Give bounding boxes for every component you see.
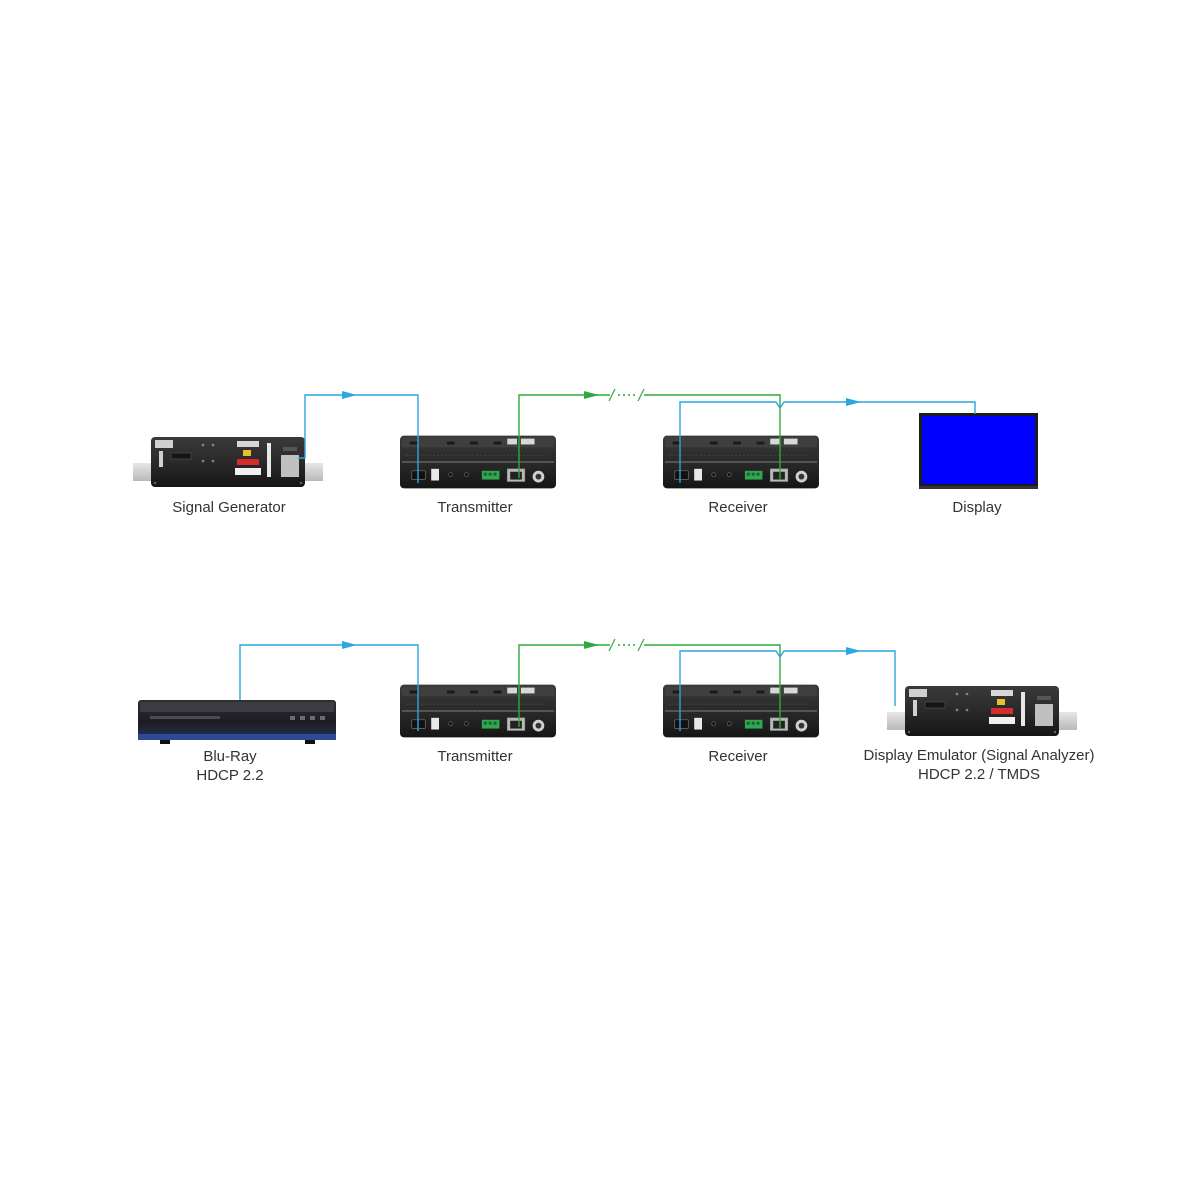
hdmi-cable-rx-to-sink-1 xyxy=(679,401,976,483)
arrow-icon xyxy=(584,641,599,649)
bluray-label-line1: Blu-Ray xyxy=(203,748,257,765)
display-emulator-label-line2: HDCP 2.2 / TMDS xyxy=(918,766,1040,783)
receiver-label-1-text: Receiver xyxy=(708,499,768,516)
cable-break-mark xyxy=(608,638,616,652)
bluray-label-line2: HDCP 2.2 xyxy=(196,767,264,784)
hdbaset-cable-2-left xyxy=(518,644,610,727)
hdmi-cable-rx-to-sink-2 xyxy=(679,650,896,731)
row1-diagram xyxy=(132,388,1038,489)
transmitter-device-2 xyxy=(399,684,557,738)
hdbaset-cable-1-left xyxy=(518,394,610,478)
receiver-label-1: Receiver xyxy=(708,498,767,517)
signal-generator-label: Signal Generator xyxy=(172,498,285,517)
arrow-icon xyxy=(846,647,861,655)
transmitter-label-1: Transmitter xyxy=(437,498,512,517)
signal-generator-label-text: Signal Generator xyxy=(172,499,286,516)
arrow-icon xyxy=(846,398,861,406)
signal-generator-device xyxy=(132,436,324,488)
display-label: Display xyxy=(952,498,1001,517)
transmitter-label-2: Transmitter xyxy=(437,747,512,766)
hdbaset-cable-2-right xyxy=(644,644,781,729)
receiver-label-2-text: Receiver xyxy=(708,748,768,765)
display-device xyxy=(919,413,1038,489)
display-emulator-label-line1: Display Emulator (Signal Analyzer) xyxy=(863,747,1095,764)
bluray-label: Blu-Ray HDCP 2.2 xyxy=(196,747,263,785)
display-emulator-device xyxy=(886,685,1078,737)
cable-break-mark xyxy=(637,388,645,402)
transmitter-label-1-text: Transmitter xyxy=(437,499,513,516)
arrow-icon xyxy=(342,391,357,399)
cable-break-mark xyxy=(637,638,645,652)
receiver-device-1 xyxy=(662,435,820,489)
transmitter-device-1 xyxy=(399,435,557,489)
arrow-icon xyxy=(342,641,357,649)
transmitter-label-2-text: Transmitter xyxy=(437,748,513,765)
hdbaset-cable-1-right xyxy=(644,394,781,480)
receiver-label-2: Receiver xyxy=(708,747,767,766)
hdmi-cable-source-to-tx-2 xyxy=(239,644,419,731)
arrow-icon xyxy=(584,391,599,399)
cable-break-mark xyxy=(608,388,616,402)
receiver-device-2 xyxy=(662,684,820,738)
row2-diagram xyxy=(138,638,1078,744)
display-screen xyxy=(922,416,1035,484)
hdmi-cable-source-to-tx-1 xyxy=(298,394,419,483)
display-label-text: Display xyxy=(952,499,1002,516)
display-emulator-label: Display Emulator (Signal Analyzer) HDCP … xyxy=(864,746,1095,784)
bluray-player-device xyxy=(138,700,336,744)
